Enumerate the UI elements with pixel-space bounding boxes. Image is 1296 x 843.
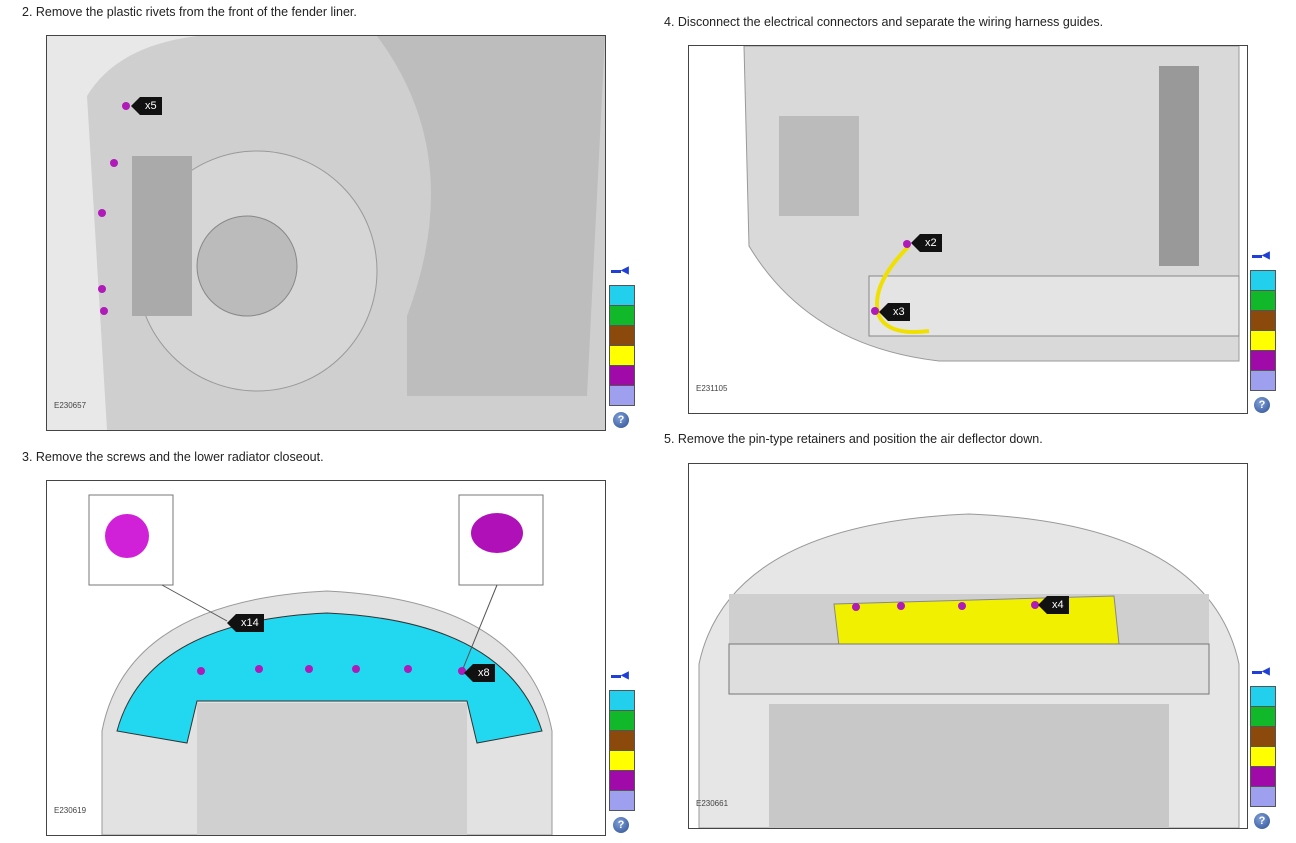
callout-x14: x14: [227, 614, 264, 632]
swatch-lavender: [1250, 786, 1276, 807]
swatch-yellow: [609, 750, 635, 771]
swatch-brown: [609, 730, 635, 751]
figure-id: E230657: [54, 401, 87, 410]
swatch-cyan: [1250, 270, 1276, 291]
callout-x3: x3: [879, 303, 910, 321]
figure-radiator-closeout: x14 x8 E230619: [46, 480, 606, 836]
electrical-connectors-illustration: [689, 46, 1247, 413]
callout-x8: x8: [464, 664, 495, 682]
radiator-closeout-illustration: [47, 481, 605, 835]
step-5-instruction: 5. Remove the pin-type retainers and pos…: [664, 432, 1043, 446]
fender-liner-illustration: [47, 36, 605, 430]
step-2-instruction: 2. Remove the plastic rivets from the fr…: [22, 5, 357, 19]
swatch-green: [609, 305, 635, 326]
swatch-cyan: [609, 690, 635, 711]
figure-electrical-connectors: x2 x3 E231105: [688, 45, 1248, 414]
callout-x4: x4: [1038, 596, 1069, 614]
swatch-purple: [609, 770, 635, 791]
step-4-instruction: 4. Disconnect the electrical connectors …: [664, 15, 1104, 29]
figure-id: E230661: [696, 799, 729, 808]
swatch-yellow: [1250, 330, 1276, 351]
camera-icon[interactable]: ▬◀: [611, 670, 629, 681]
help-icon[interactable]: ?: [613, 817, 629, 833]
swatch-purple: [1250, 350, 1276, 371]
swatch-brown: [609, 325, 635, 346]
swatch-yellow: [609, 345, 635, 366]
figure-id: E231105: [696, 384, 728, 393]
callout-x5: x5: [131, 97, 162, 115]
swatch-purple: [609, 365, 635, 386]
swatch-yellow: [1250, 746, 1276, 767]
figure-fender-liner: x5 E230657: [46, 35, 606, 431]
camera-icon[interactable]: ▬◀: [1252, 666, 1270, 677]
swatch-brown: [1250, 310, 1276, 331]
step-3-instruction: 3. Remove the screws and the lower radia…: [22, 450, 324, 464]
color-legend: ▬◀ ?: [609, 670, 635, 833]
swatch-green: [1250, 706, 1276, 727]
swatch-cyan: [609, 285, 635, 306]
camera-icon[interactable]: ▬◀: [611, 265, 629, 276]
air-deflector-illustration: [689, 464, 1247, 828]
figure-air-deflector: x4 E230661: [688, 463, 1248, 829]
figure-id: E230619: [54, 806, 87, 815]
swatch-green: [609, 710, 635, 731]
color-legend: ▬◀ ?: [1250, 666, 1276, 829]
swatch-purple: [1250, 766, 1276, 787]
help-icon[interactable]: ?: [1254, 813, 1270, 829]
help-icon[interactable]: ?: [1254, 397, 1270, 413]
color-legend: ▬◀ ?: [1250, 250, 1276, 413]
swatch-green: [1250, 290, 1276, 311]
swatch-lavender: [1250, 370, 1276, 391]
camera-icon[interactable]: ▬◀: [1252, 250, 1270, 261]
swatch-lavender: [609, 385, 635, 406]
swatch-lavender: [609, 790, 635, 811]
swatch-brown: [1250, 726, 1276, 747]
help-icon[interactable]: ?: [613, 412, 629, 428]
swatch-cyan: [1250, 686, 1276, 707]
color-legend: ▬◀ ?: [609, 265, 635, 428]
callout-x2: x2: [911, 234, 942, 252]
